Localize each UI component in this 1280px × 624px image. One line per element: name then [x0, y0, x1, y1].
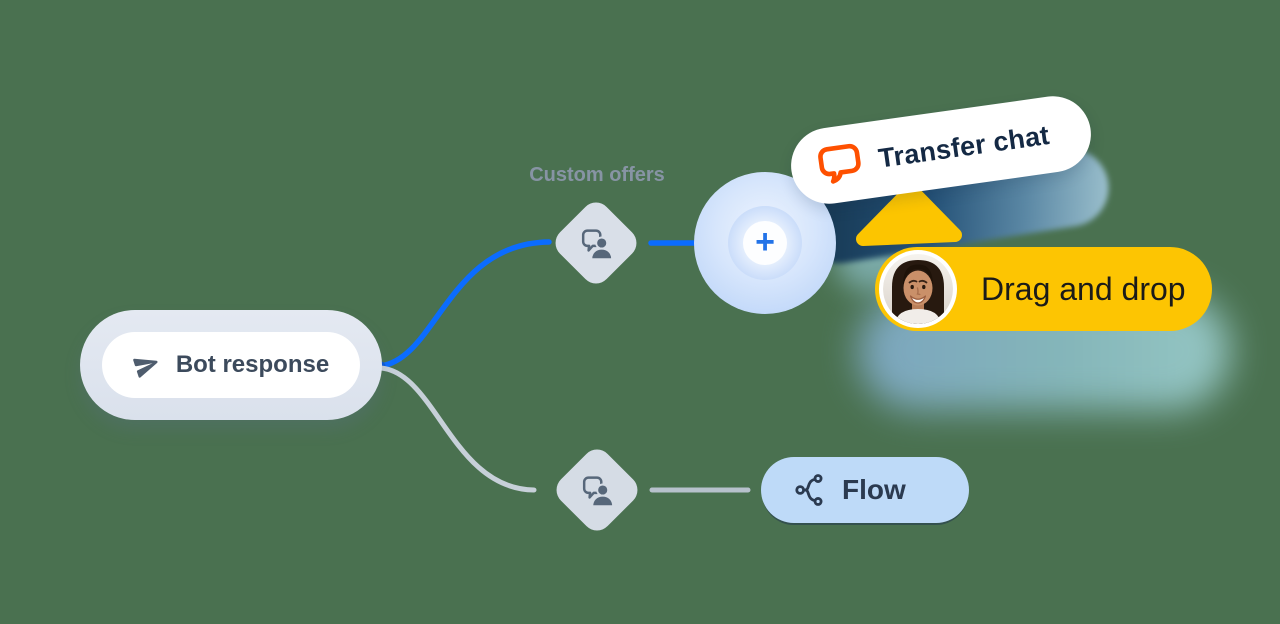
drag-and-drop-label: Drag and drop	[981, 270, 1186, 307]
flow-label: Flow	[842, 474, 906, 505]
transfer-chat-node[interactable]: Transfer chat	[786, 91, 1096, 209]
paper-plane-icon	[129, 347, 164, 382]
chat-bubble-icon	[814, 139, 866, 189]
user-chat-icon	[578, 471, 616, 509]
drag-and-drop-tooltip[interactable]: Drag and drop	[875, 247, 1212, 331]
bot-response-pill: Bot response	[102, 332, 360, 398]
connector-gray-bottom	[378, 365, 537, 493]
drag-pointer-triangle	[856, 183, 962, 246]
branch-label: Custom offers	[529, 164, 665, 186]
user-chat-icon	[577, 224, 615, 262]
user-input-node-top[interactable]	[549, 196, 643, 290]
transfer-chat-label: Transfer chat	[876, 119, 1052, 174]
plus-icon: +	[755, 222, 775, 261]
connector-blue-top	[377, 239, 552, 369]
bot-response-node[interactable]: Bot response	[80, 310, 382, 420]
flow-node[interactable]: Flow	[761, 457, 969, 523]
user-input-node-bottom[interactable]	[550, 443, 644, 537]
add-step-ring: +	[728, 206, 802, 280]
bot-response-label: Bot response	[175, 351, 330, 378]
flow-split-icon	[795, 474, 827, 506]
agent-avatar	[879, 250, 957, 328]
add-step-button[interactable]: +	[743, 221, 787, 265]
